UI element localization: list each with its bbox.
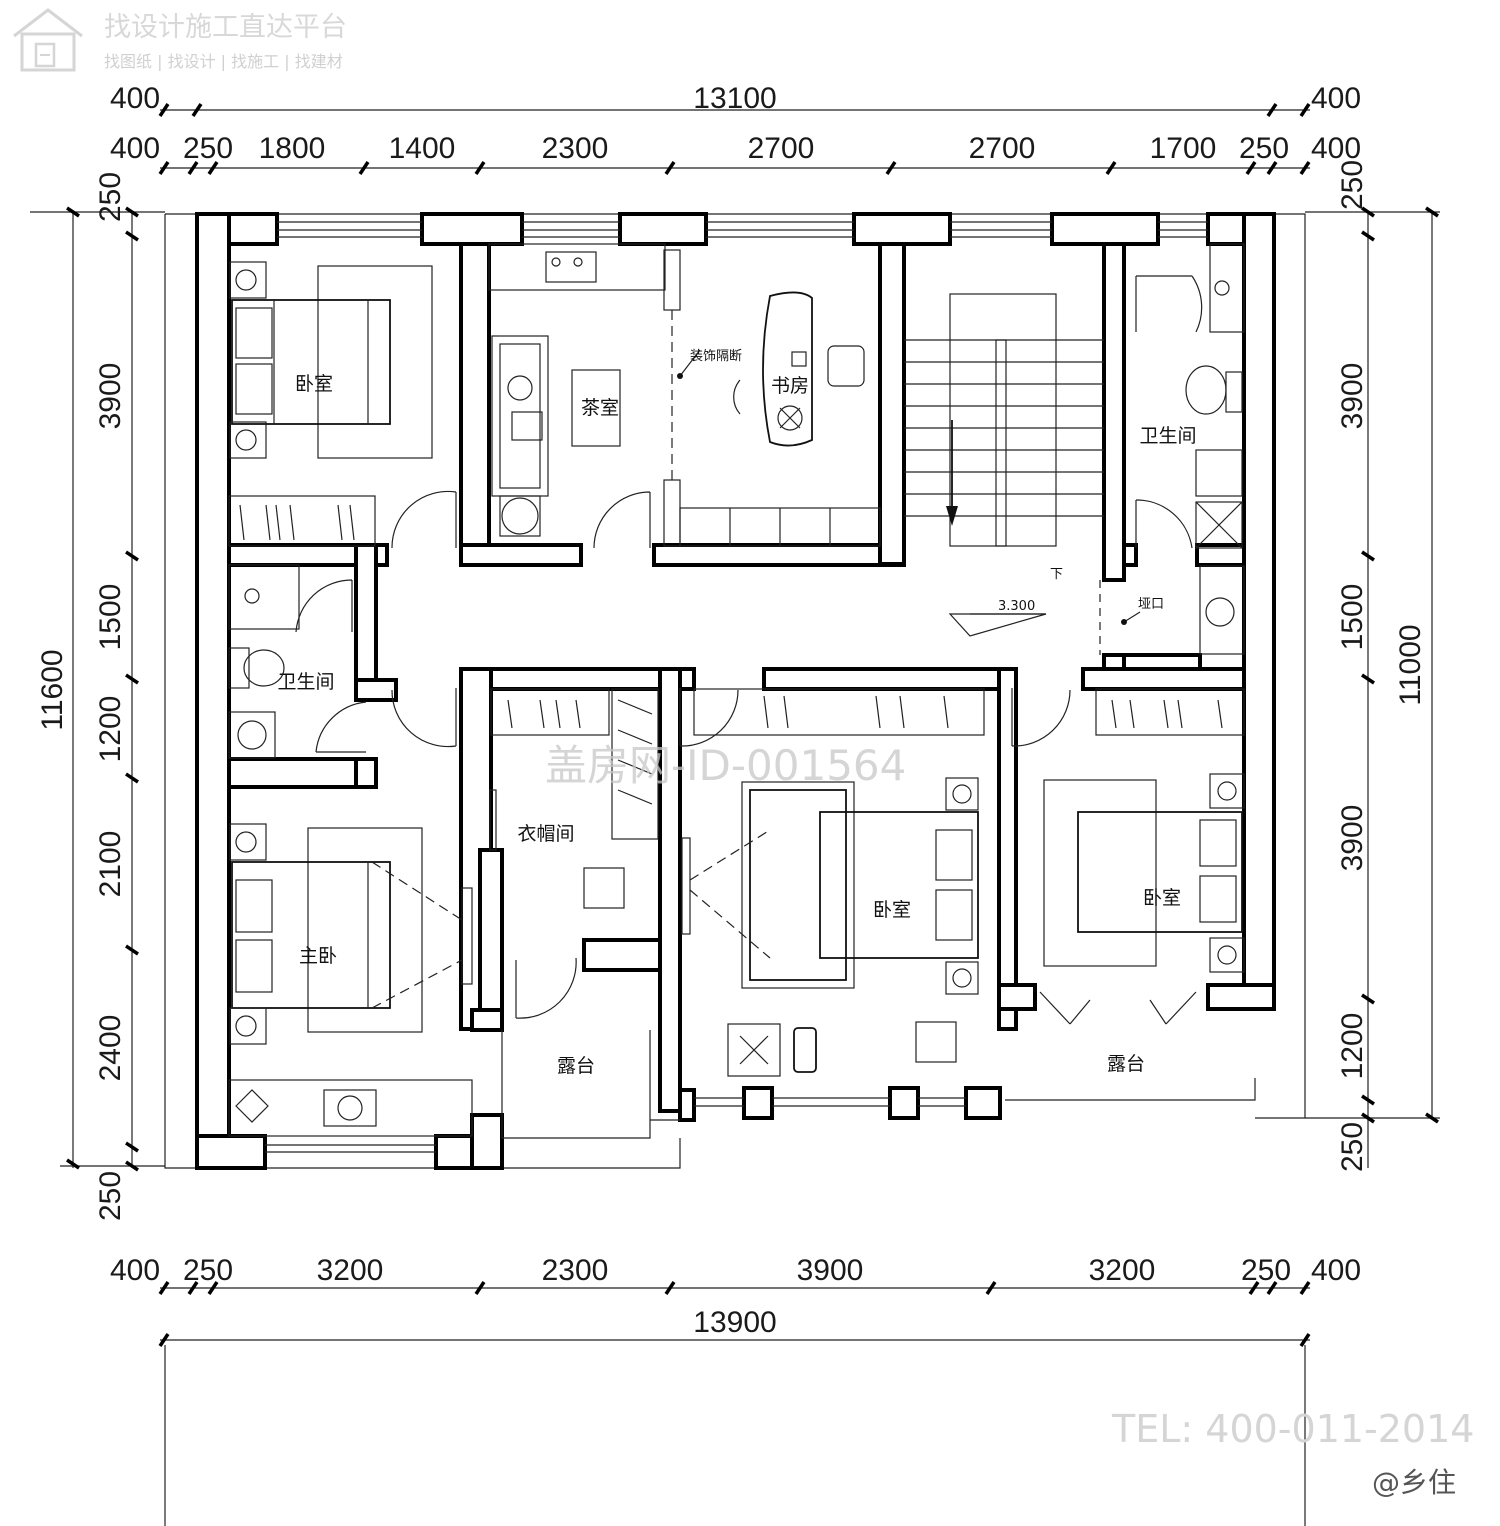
room-label-study: 书房	[771, 375, 809, 397]
dim-top-overall-0: 400	[110, 82, 160, 115]
room-label-master: 主卧	[299, 945, 337, 967]
brand-logo: 找设计施工直达平台 找图纸 | 找设计 | 找施工 | 找建材	[13, 8, 347, 72]
dim-top-seg-9: 400	[1311, 132, 1361, 165]
bottom-dim-ticks	[158, 1281, 1311, 1347]
dim-left-seg-3: 1200	[94, 696, 127, 763]
dim-top-seg-4: 2300	[542, 132, 609, 165]
cloakroom: 衣帽间 露台	[489, 688, 659, 1077]
dim-bottom-seg-2: 3200	[317, 1254, 384, 1287]
dim-bottom-overall: 13900	[693, 1306, 776, 1339]
partition-label: 装饰隔断	[690, 349, 742, 364]
contact-handle: @乡住	[1372, 1466, 1456, 1499]
bedroom-se: 卧室 露台	[1043, 688, 1245, 1075]
dim-left-seg-0: 250	[94, 172, 127, 222]
stairs: 下 3.300	[904, 293, 1104, 637]
master-bedroom: 主卧	[228, 823, 473, 1137]
bottom-dimensions: 400 250 3200 2300 3900 3200 250 400 1390…	[110, 1254, 1361, 1526]
dim-bottom-seg-5: 3200	[1089, 1254, 1156, 1287]
north-windows	[277, 221, 1208, 238]
dim-right-seg-2: 1500	[1336, 584, 1369, 651]
opening-label: 垭口	[1138, 597, 1164, 612]
dim-right-seg-1: 3900	[1336, 363, 1369, 430]
watermark-id: 盖房网-ID-001564	[545, 741, 906, 790]
stairs-down-label: 下	[1050, 567, 1063, 582]
dim-top-seg-5: 2700	[748, 132, 815, 165]
dim-top-seg-2: 1800	[259, 132, 326, 165]
elevation-mark: 3.300	[998, 599, 1035, 614]
room-label-bedroom-se: 卧室	[1143, 887, 1181, 909]
dim-bottom-seg-0: 400	[110, 1254, 160, 1287]
dim-right-seg-4: 1200	[1336, 1013, 1369, 1080]
room-label-terrace-left: 露台	[557, 1055, 595, 1077]
walls	[195, 212, 1276, 1170]
dim-top-seg-6: 2700	[969, 132, 1036, 165]
top-dimensions: 400 13100 400 400 250 1800 1400 2300 270…	[110, 82, 1361, 175]
dim-right-seg-5: 250	[1336, 1122, 1369, 1172]
dim-left-seg-4: 2100	[94, 831, 127, 898]
bedroom-nw: 卧室	[228, 261, 433, 547]
brand-subtitle: 找图纸 | 找设计 | 找施工 | 找建材	[104, 52, 343, 71]
dim-left-seg-1: 3900	[94, 363, 127, 430]
dim-bottom-seg-1: 250	[183, 1254, 233, 1287]
dim-bottom-seg-4: 3900	[797, 1254, 864, 1287]
contact-tel: TEL: 400-011-2014	[1111, 1407, 1474, 1451]
dim-top-seg-7: 1700	[1150, 132, 1217, 165]
dim-left-seg-5: 2400	[94, 1015, 127, 1082]
dim-top-seg-1: 250	[183, 132, 233, 165]
dim-left-seg-6: 250	[94, 1171, 127, 1221]
dim-top-seg-8: 250	[1239, 132, 1289, 165]
dim-top-seg-0: 400	[110, 132, 160, 165]
dim-bottom-seg-3: 2300	[542, 1254, 609, 1287]
room-label-bath-ne: 卫生间	[1139, 425, 1196, 447]
brand-title: 找设计施工直达平台	[104, 12, 347, 43]
room-label-bedroom-center: 卧室	[873, 899, 911, 921]
right-dim-ticks	[1361, 206, 1439, 1124]
bedroom-center: 卧室	[681, 688, 985, 1077]
room-label-terrace-right: 露台	[1107, 1053, 1145, 1075]
tea-room-study: 装饰隔断 茶室 书房	[488, 243, 881, 547]
house-logo-icon	[13, 8, 83, 72]
dim-right-overall: 11000	[1394, 624, 1427, 705]
left-dim-ticks	[66, 206, 139, 1172]
top-dim-ticks	[158, 103, 1311, 175]
right-dimensions: 250 3900 1500 3900 1200 250 11000	[1305, 160, 1440, 1172]
dim-left-seg-2: 1500	[94, 584, 127, 651]
stair-treads	[904, 339, 1104, 517]
room-label-cloakroom: 衣帽间	[517, 823, 574, 845]
room-label-tea: 茶室	[581, 397, 619, 419]
doors	[295, 275, 1203, 1025]
dim-top-overall-1: 13100	[693, 82, 776, 115]
bathroom-w: 卫生间	[228, 564, 335, 759]
left-dimensions: 250 3900 1500 1200 2100 2400 250 11600	[30, 172, 165, 1221]
dim-bottom-seg-7: 400	[1311, 1254, 1361, 1287]
bathroom-ne: 卫生间 垭口	[1121, 243, 1245, 655]
dim-right-seg-3: 3900	[1336, 805, 1369, 872]
dim-top-seg-3: 1400	[389, 132, 456, 165]
roof-outline	[164, 213, 1306, 1169]
dim-bottom-seg-6: 250	[1241, 1254, 1291, 1287]
room-label-bath-w: 卫生间	[277, 671, 334, 693]
dim-right-seg-0: 250	[1336, 160, 1369, 210]
dim-top-overall-2: 400	[1311, 82, 1361, 115]
dim-left-overall: 11600	[36, 649, 69, 730]
room-label-bedroom-nw: 卧室	[295, 373, 333, 395]
